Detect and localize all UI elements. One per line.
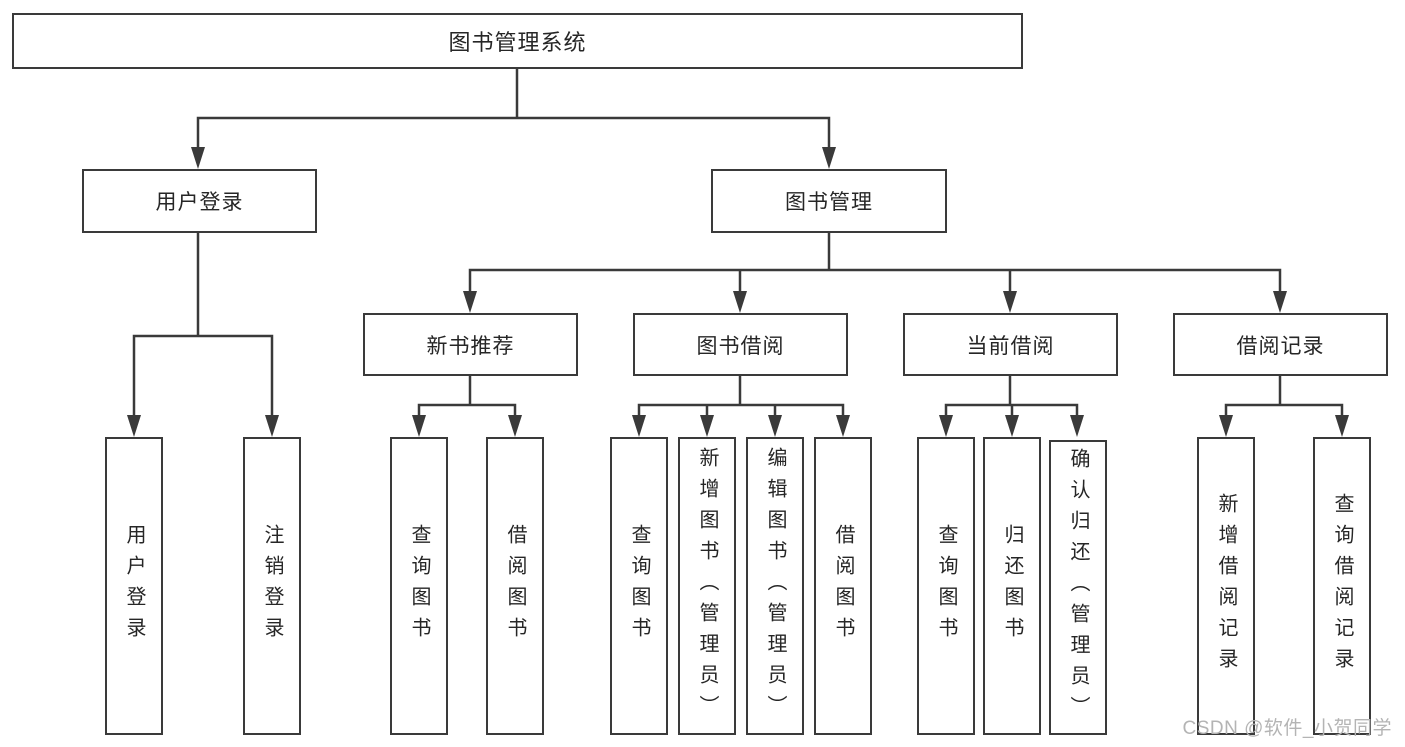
leaf-add-books-admin: 新增图书（管理员） [678, 437, 736, 735]
node-label: 新书推荐 [426, 334, 515, 358]
leaf-confirm-return-admin: 确认归还（管理员） [1049, 440, 1107, 735]
leaf-user-login: 用户登录 [105, 437, 163, 735]
node-book-borrowing: 图书借阅 [633, 313, 848, 376]
node-label: 用户登录 [155, 191, 244, 214]
leaf-label: 编辑图书（管理员） [764, 446, 786, 726]
leaf-query-books-recommend: 查询图书 [390, 437, 448, 735]
leaf-label: 注销登录 [261, 524, 283, 648]
leaf-logout-login: 注销登录 [243, 437, 301, 735]
leaf-add-borrow-record: 新增借阅记录 [1197, 437, 1255, 735]
node-borrowing-records: 借阅记录 [1173, 313, 1388, 376]
leaf-query-books-current: 查询图书 [917, 437, 975, 735]
node-current-borrowing: 当前借阅 [903, 313, 1118, 376]
leaf-label: 新增图书（管理员） [696, 446, 718, 726]
leaf-query-books-borrowing: 查询图书 [610, 437, 668, 735]
leaf-edit-books-admin: 编辑图书（管理员） [746, 437, 804, 735]
node-new-book-recommend: 新书推荐 [363, 313, 578, 376]
node-label: 借阅记录 [1236, 334, 1325, 358]
leaf-label: 查询图书 [408, 524, 430, 648]
leaf-label: 查询图书 [628, 524, 650, 648]
leaf-borrow-books-borrowing: 借阅图书 [814, 437, 872, 735]
leaf-label: 借阅图书 [832, 524, 854, 648]
leaf-label: 借阅图书 [504, 524, 526, 648]
leaf-label: 确认归还（管理员） [1067, 448, 1089, 727]
leaf-label: 新增借阅记录 [1215, 493, 1237, 679]
node-user-login: 用户登录 [82, 169, 317, 233]
leaf-label: 用户登录 [123, 524, 145, 648]
leaf-query-borrow-record: 查询借阅记录 [1313, 437, 1371, 735]
node-label: 图书借阅 [696, 334, 785, 358]
node-label: 图书管理 [785, 191, 873, 214]
leaf-borrow-books-recommend: 借阅图书 [486, 437, 544, 735]
node-library-management-system: 图书管理系统 [12, 13, 1023, 69]
node-label: 当前借阅 [966, 334, 1055, 358]
leaf-label: 查询图书 [935, 524, 957, 648]
node-label: 图书管理系统 [448, 30, 587, 55]
leaf-label: 归还图书 [1001, 524, 1023, 648]
leaf-return-books: 归还图书 [983, 437, 1041, 735]
node-book-management: 图书管理 [711, 169, 947, 233]
leaf-label: 查询借阅记录 [1331, 493, 1353, 679]
csdn-watermark: CSDN @软件_小贺同学 [1182, 718, 1392, 739]
